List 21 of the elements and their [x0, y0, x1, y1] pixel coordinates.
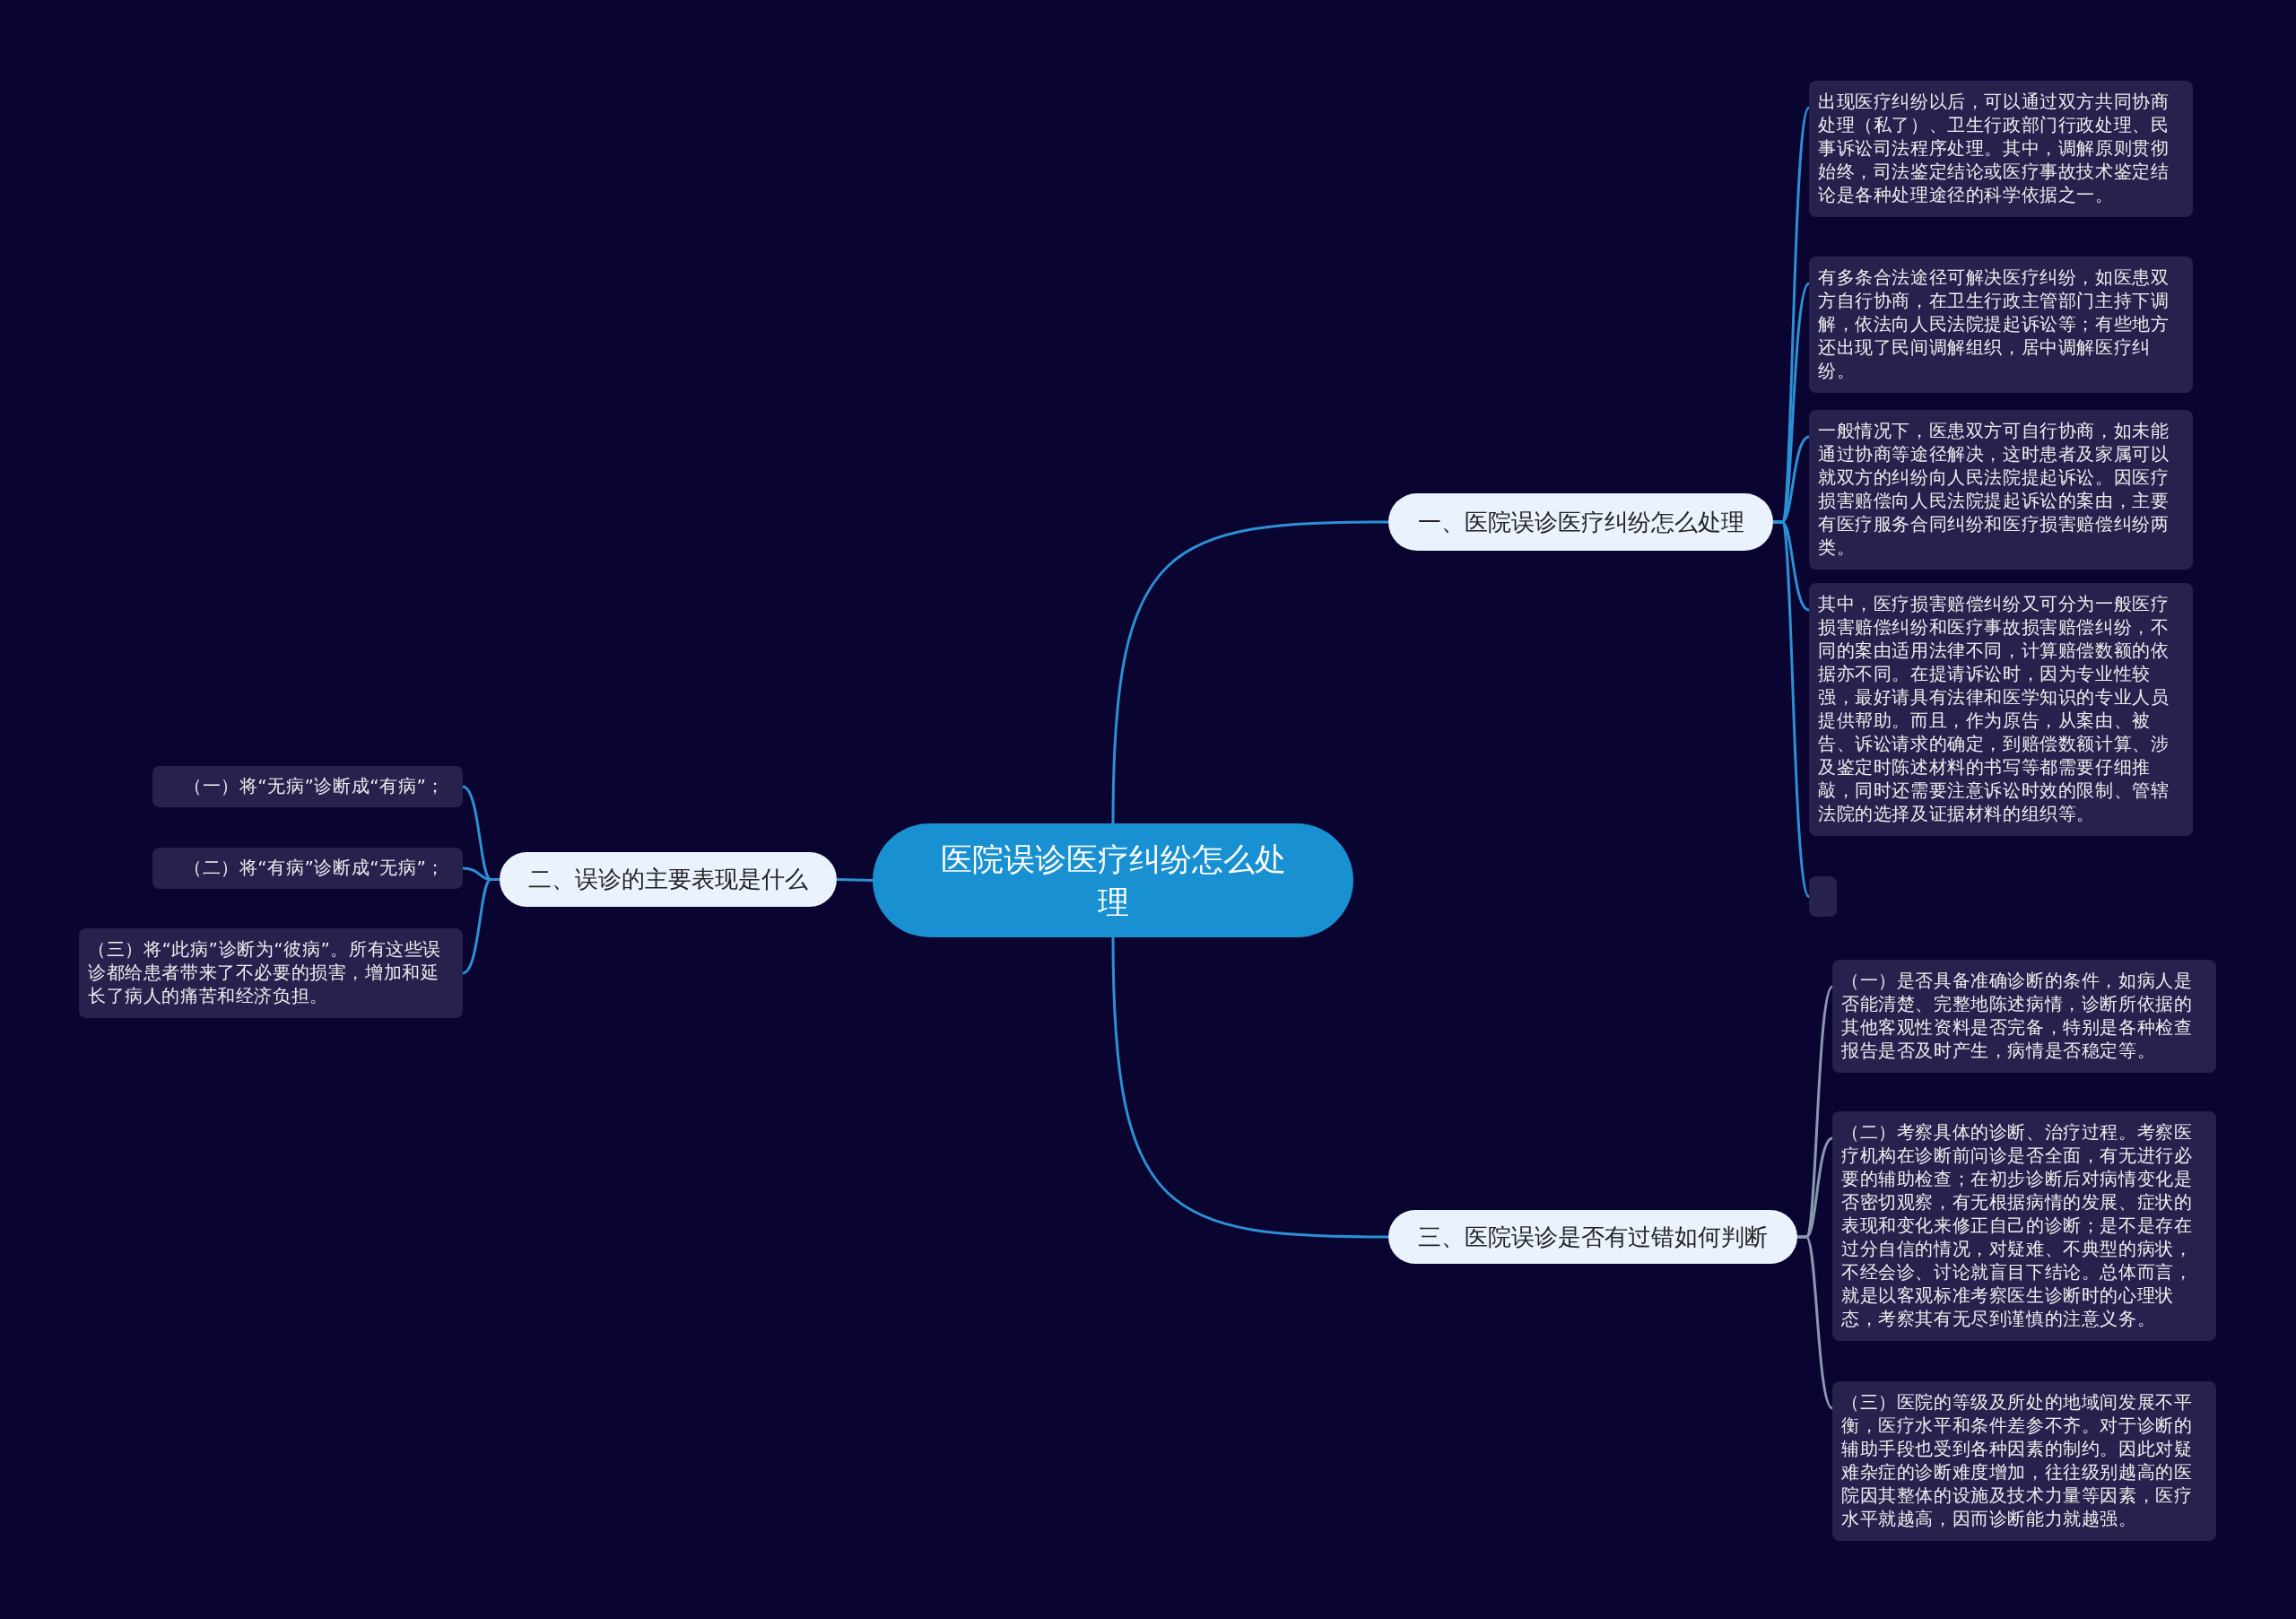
note-box: 出现医疗纠纷以后，可以通过双方共同协商处理（私了）、卫生行政部门行政处理、民事诉讼司法程序处理。其中，调解原则贯彻始终，司法鉴定结论或医疗事故技术鉴定结论是各种处理途径的科学依据之一。: [1809, 81, 2193, 217]
note-box: 有多条合法途径可解决医疗纠纷，如医患双方自行协商，在卫生行政主管部门主持下调解，依法向人民法院提起诉讼等；有些地方还出现了民间调解组织，居中调解医疗纠纷。: [1809, 257, 2193, 393]
note-box: （一）是否具备准确诊断的条件，如病人是否能清楚、完整地陈述病情，诊断所依据的其他客观性资料是否完备，特别是各种检查报告是否及时产生，病情是否稳定等。: [1832, 960, 2216, 1073]
note-box: （三）医院的等级及所处的地域间发展不平衡，医疗水平和条件差参不齐。对于诊断的辅助手段也受到各种因素的制约。因此对疑难杂症的诊断难度增加，往往级别越高的医院因其整体的设施及技术力量等因素，医疗水平就越高，因而诊断能力就越强。: [1832, 1381, 2216, 1541]
note-box: 一般情况下，医患双方可自行协商，如未能通过协商等途径解决，这时患者及家属可以就双方的纠纷向人民法院提起诉讼。因医疗损害赔偿向人民法院提起诉讼的案由，主要有医疗服务合同纠纷和医疗损害赔偿纠纷两类。: [1809, 410, 2193, 570]
branch-topic: 三、医院误诊是否有过错如何判断: [1388, 1210, 1797, 1264]
connector-line: [462, 878, 500, 975]
connector-line: [1773, 520, 1811, 898]
note-box: （一）将“无病”诊断成“有病”；: [152, 766, 463, 807]
note-box: （二）考察具体的诊断、治疗过程。考察医疗机构在诊断前问诊是否全面，有无进行必要的辅助检查；在初步诊断后对病情变化是否密切观察，有无根据病情的发展、症状的表现和变化来修正自己的诊断；是不是存在过分自信的情况，对疑难、不典型的病状，不经会诊、讨论就盲目下结论。总体而言，就是以客观标准考察医生诊断时的心理状态，考察其有无尽到谨慎的注意义务。: [1832, 1111, 2216, 1341]
connector-line: [1111, 520, 1388, 824]
branch-topic: 二、误诊的主要表现是什么: [500, 852, 837, 907]
empty-box: [1809, 876, 1837, 917]
note-box: （三）将“此病”诊断为“彼病”。所有这些误诊都给患者带来了不必要的损害，增加和延长了病人的痛苦和经济负担。: [79, 928, 463, 1018]
connector-line: [1797, 1235, 1834, 1410]
central-topic: 医院误诊医疗纠纷怎么处理: [873, 823, 1353, 937]
connector-line: [1111, 936, 1388, 1239]
branch-topic: 一、医院误诊医疗纠纷怎么处理: [1388, 493, 1773, 551]
connector-line: [836, 878, 874, 882]
note-box: （二）将“有病”诊断成“无病”；: [152, 848, 463, 889]
note-box: 其中，医疗损害赔偿纠纷又可分为一般医疗损害赔偿纠纷和医疗事故损害赔偿纠纷，不同的案由适用法律不同，计算赔偿数额的依据亦不同。在提请诉讼时，因为专业性较强，最好请具有法律和医学知识的专业人员提供帮助。而且，作为原告，从案由、被告、诉讼请求的确定，到赔偿数额计算、涉及鉴定时陈述材料的书写等都需要仔细推敲，同时还需要注意诉讼时效的限制、管辖法院的选择及证据材料的组织等。: [1809, 583, 2193, 836]
